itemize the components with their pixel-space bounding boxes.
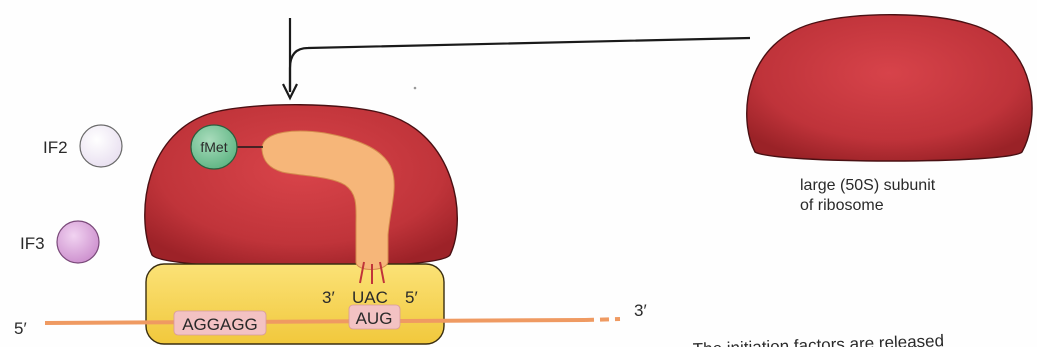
if2-label: IF2 <box>43 138 68 157</box>
assembly-arrow-line <box>290 38 750 92</box>
speck-mark <box>414 87 417 90</box>
shine-dalgarno-label: AGGAGG <box>182 315 258 334</box>
large-subunit-label-line2: of ribosome <box>800 197 884 214</box>
if3-label: IF3 <box>20 234 45 253</box>
anticodon-5prime-label: 5′ <box>405 288 418 307</box>
mrna-strand-dashed <box>585 319 620 320</box>
mrna-3prime-label: 3′ <box>634 301 647 320</box>
if2-bubble <box>80 125 122 167</box>
anticodon-label: UAC <box>352 288 388 307</box>
fmet-label: fMet <box>200 139 227 155</box>
mrna-5prime-label: 5′ <box>14 319 27 338</box>
large-subunit-assembled <box>145 105 458 268</box>
anticodon-3prime-label: 3′ <box>322 288 335 307</box>
caption-partial: The initiation factors are released <box>692 331 944 347</box>
large-subunit-label-line1: large (50S) subunit <box>800 177 936 194</box>
large-subunit-free <box>747 15 1032 161</box>
if3-bubble <box>57 221 99 263</box>
mrna-strand <box>45 320 585 323</box>
start-codon-label: AUG <box>356 309 393 328</box>
